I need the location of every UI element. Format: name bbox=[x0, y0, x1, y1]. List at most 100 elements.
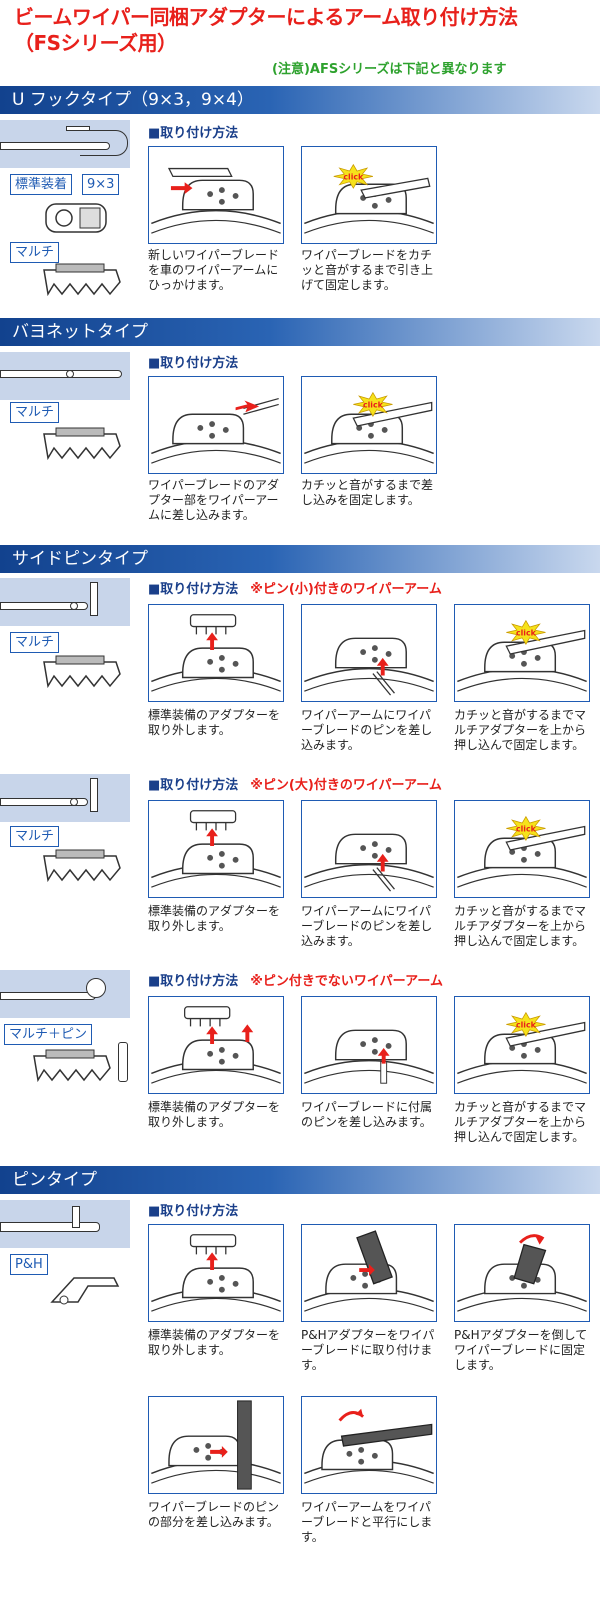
step-illustration bbox=[304, 637, 434, 696]
step-illustration bbox=[304, 1230, 434, 1312]
step-panel bbox=[148, 146, 284, 244]
side-pin-hole-illustration bbox=[70, 602, 78, 610]
step-caption: ワイパーブレードのアダプター部をワイパーアームに差し込みます。 bbox=[148, 478, 280, 522]
step-panel: click bbox=[301, 146, 437, 244]
step-caption: ワイパーアームにワイパーブレードのピンを差し込みます。 bbox=[301, 708, 433, 752]
section-band-side-pin: サイドピンタイプ bbox=[0, 545, 600, 573]
no-pin-arm-illustration bbox=[0, 992, 96, 1000]
pin-arm-post-illustration bbox=[72, 1206, 80, 1228]
u-hook-side-column: 標準装着 9×3 マルチ bbox=[0, 120, 130, 300]
side-pin-side-column: マルチ bbox=[0, 774, 130, 894]
title-line-1: ビームワイパー同梱アダプターによるアーム取り付け方法 bbox=[14, 5, 518, 29]
step-panel bbox=[148, 1224, 284, 1322]
howto-heading: ■取り付け方法※ピン(大)付きのワイパーアーム bbox=[148, 774, 442, 793]
step-caption: カチッと音がするまでマルチアダプターを上から押し込んで固定します。 bbox=[454, 904, 587, 948]
howto-label: ■取り付け方法 bbox=[148, 1204, 239, 1219]
tag-ph: P&H bbox=[10, 1254, 48, 1275]
section-band-bayonet: バヨネットタイプ bbox=[0, 318, 600, 346]
step-panel: click bbox=[454, 996, 590, 1094]
bayonet-hole-illustration bbox=[66, 370, 74, 378]
step-panel bbox=[148, 1396, 284, 1494]
tag-multi-pin: マルチ＋ピン bbox=[4, 1024, 93, 1045]
svg-text:click: click bbox=[516, 824, 537, 833]
step-illustration bbox=[151, 397, 281, 464]
side-pin-arm-illustration bbox=[0, 602, 88, 610]
step-illustration: click bbox=[457, 619, 587, 692]
step-caption: ワイパーブレードをカチッと音がするまで引き上げて固定します。 bbox=[301, 248, 434, 292]
tag-multi: マルチ bbox=[10, 402, 60, 423]
step-panel bbox=[301, 1396, 437, 1494]
step-illustration bbox=[151, 810, 281, 888]
bayonet-side-column: マルチ bbox=[0, 352, 130, 472]
u-hook-bar-illustration bbox=[66, 126, 90, 131]
step-caption: ワイパーブレードに付属のピンを差し込みます。 bbox=[301, 1100, 433, 1129]
step-panel bbox=[148, 996, 284, 1094]
howto-label: ■取り付け方法 bbox=[148, 778, 239, 793]
step-panel bbox=[301, 996, 437, 1094]
svg-text:click: click bbox=[516, 628, 537, 637]
step-caption: ワイパーアームにワイパーブレードのピンを差し込みます。 bbox=[301, 904, 433, 948]
howto-heading: ■取り付け方法 ※ピン付きでないワイパーアーム bbox=[148, 970, 443, 989]
multi-adapter-icon bbox=[43, 849, 121, 883]
step-panel: click bbox=[454, 604, 590, 702]
step-illustration bbox=[304, 833, 434, 892]
howto-label: ■取り付け方法 bbox=[148, 356, 239, 371]
step-caption: P&Hアダプターを倒してワイパーブレードに固定します。 bbox=[454, 1328, 588, 1372]
step-illustration bbox=[151, 614, 281, 692]
side-pin-side-column: マルチ bbox=[0, 578, 130, 698]
step-illustration: click bbox=[457, 815, 587, 888]
pin-side-column: P&H bbox=[0, 1200, 130, 1330]
u-hook-arm-illustration bbox=[0, 142, 110, 150]
step-illustration bbox=[151, 167, 281, 234]
step-caption: ワイパーブレードのピンの部分を差し込みます。 bbox=[148, 1500, 280, 1529]
loose-pin-illustration bbox=[118, 1042, 128, 1082]
tag-9x3: 9×3 bbox=[82, 174, 120, 195]
step-caption: 新しいワイパーブレードを車のワイパーアームにひっかけます。 bbox=[148, 248, 280, 292]
step-illustration: click bbox=[457, 1011, 587, 1084]
step-panel bbox=[301, 800, 437, 898]
howto-label: ■取り付け方法 bbox=[148, 582, 239, 597]
step-panel bbox=[301, 1224, 437, 1322]
step-panel bbox=[148, 800, 284, 898]
side-pin-arm-illustration bbox=[0, 798, 88, 806]
u-hook-curve-illustration bbox=[80, 130, 128, 156]
howto-heading: ■取り付け方法 bbox=[148, 352, 238, 371]
step-caption: カチッと音がするまで差し込みを固定します。 bbox=[301, 478, 434, 507]
afs-note: (注意)AFSシリーズは下記と異なります bbox=[272, 62, 507, 77]
step-panel bbox=[454, 1224, 590, 1322]
section-band-u-hook: U フックタイプ（9×3，9×4） bbox=[0, 86, 600, 114]
step-illustration bbox=[457, 1234, 587, 1312]
tag-multi: マルチ bbox=[10, 826, 60, 847]
step-caption: 標準装備のアダプターを取り外します。 bbox=[148, 1100, 281, 1129]
step-caption: 標準装備のアダプターを取り外します。 bbox=[148, 1328, 281, 1357]
step-panel: click bbox=[301, 376, 437, 474]
step-panel bbox=[148, 376, 284, 474]
standard-adapter-icon bbox=[45, 203, 107, 233]
tag-standard: 標準装着 bbox=[10, 174, 73, 195]
side-pin-post-illustration bbox=[90, 582, 98, 616]
multi-adapter-icon bbox=[43, 427, 121, 461]
tag-multi: マルチ bbox=[10, 632, 60, 653]
title-line-2: （FSシリーズ用） bbox=[14, 31, 177, 55]
step-caption: 標準装備のアダプターを取り外します。 bbox=[148, 708, 281, 737]
step-illustration bbox=[151, 1234, 281, 1312]
howto-label: ■取り付け方法 bbox=[148, 974, 239, 989]
step-panel bbox=[301, 604, 437, 702]
step-caption: 標準装備のアダプターを取り外します。 bbox=[148, 904, 281, 933]
step-illustration bbox=[151, 1006, 281, 1084]
howto-warning: ※ピン付きでないワイパーアーム bbox=[250, 974, 443, 989]
howto-heading: ■取り付け方法 bbox=[148, 122, 238, 141]
step-caption: P&Hアダプターをワイパーブレードに取り付けます。 bbox=[301, 1328, 435, 1372]
side-pin-post-illustration bbox=[90, 778, 98, 812]
step-illustration bbox=[304, 1029, 434, 1084]
multi-adapter-icon bbox=[43, 655, 121, 689]
arm-eye-illustration bbox=[86, 978, 106, 998]
tag-multi: マルチ bbox=[10, 242, 60, 263]
step-illustration: click bbox=[304, 391, 434, 464]
page-title: ビームワイパー同梱アダプターによるアーム取り付け方法 （FSシリーズ用） bbox=[14, 4, 594, 56]
howto-label: ■取り付け方法 bbox=[148, 126, 239, 141]
step-panel bbox=[148, 604, 284, 702]
pin-arm-illustration bbox=[0, 1222, 100, 1232]
step-panel: click bbox=[454, 800, 590, 898]
step-caption: カチッと音がするまでマルチアダプターを上から押し込んで固定します。 bbox=[454, 1100, 587, 1144]
